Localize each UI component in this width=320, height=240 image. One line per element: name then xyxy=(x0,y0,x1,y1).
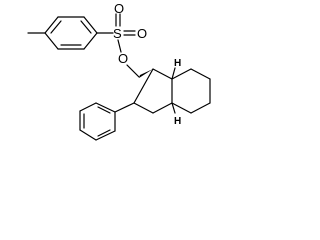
hydrogen-bottom-label: H xyxy=(174,116,181,127)
structure-diagram: S O O O H H xyxy=(27,1,211,141)
decalin-ring-left xyxy=(133,68,173,114)
oxygen-ester-label: O xyxy=(118,51,128,66)
bond-o-c2 xyxy=(126,64,140,78)
tolyl-ring xyxy=(44,16,98,50)
sulfur-label: S xyxy=(113,26,122,41)
bond-c3-phenyl xyxy=(114,102,135,113)
bond-h-bottom xyxy=(171,102,176,114)
decalin-ring-right xyxy=(171,68,211,114)
bond-s-o-ester xyxy=(117,39,122,53)
wedge-c2-o xyxy=(139,69,153,78)
bond-h-top xyxy=(171,67,176,80)
hydrogen-top-label: H xyxy=(174,58,181,69)
oxygen-top-label: O xyxy=(114,1,124,16)
phenyl-ring xyxy=(79,102,116,141)
oxygen-right-label: O xyxy=(137,26,147,41)
